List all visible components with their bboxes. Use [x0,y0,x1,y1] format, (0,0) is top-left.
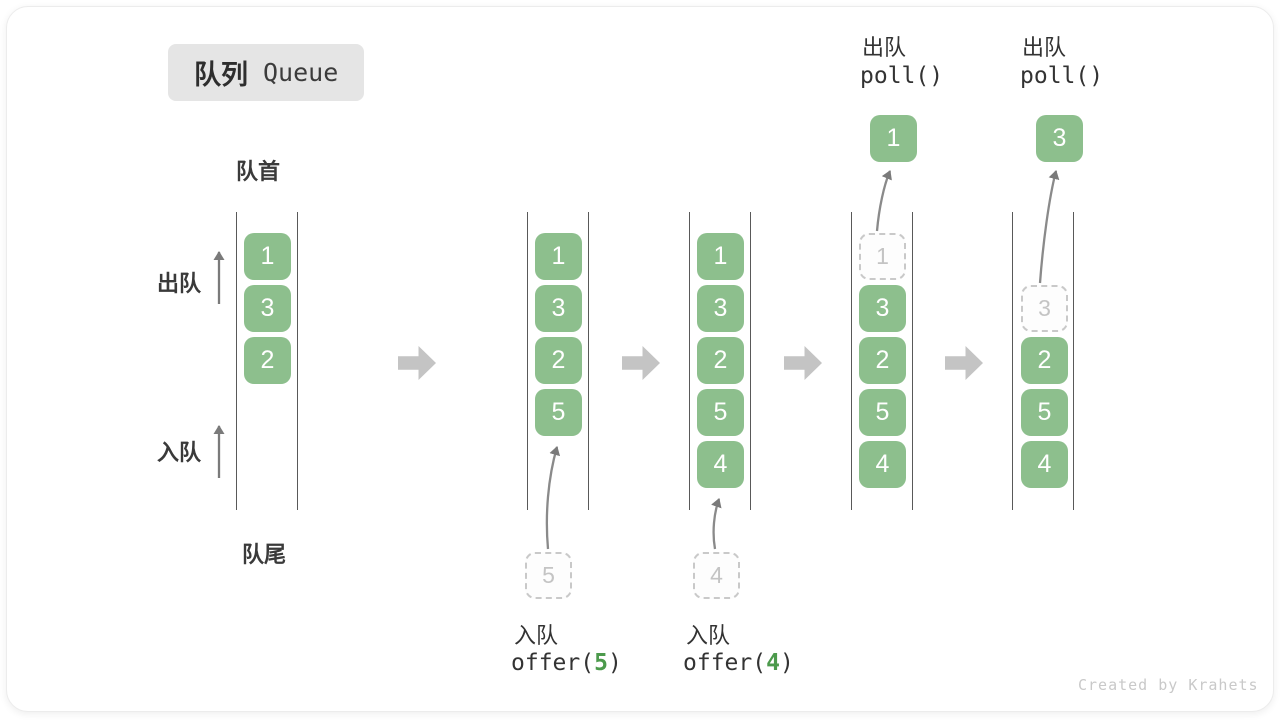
queue-block: 3 [244,285,291,332]
queue-block: 4 [859,441,906,488]
queue-block: 2 [859,337,906,384]
title-zh: 队列 [194,60,248,90]
queue-block: 3 [859,285,906,332]
queue-block: 1 [535,233,582,280]
queue-block: 2 [697,337,744,384]
op-code-poll: poll() [860,63,944,89]
queue-block: 5 [535,389,582,436]
op-label-dequeue: 出队 [1022,35,1067,60]
op-label-dequeue: 出队 [862,35,907,60]
queue-block: 3 [535,285,582,332]
queue-block: 3 [697,285,744,332]
queue-block: 2 [244,337,291,384]
label-dequeue-side: 出队 [157,271,202,296]
op-fn: offer( [511,650,595,676]
queue-block: 4 [697,441,744,488]
watermark: Created by Krahets [1078,676,1259,694]
op-code-offer-4: offer(4) [683,650,794,676]
op-arg: 5 [594,650,608,676]
op-close: ) [779,650,794,676]
queue-block: 2 [1021,337,1068,384]
queue-container-5 [1012,212,1074,510]
queue-container-1 [236,212,298,510]
ghost-block: 3 [1021,285,1068,332]
title-en: Queue [263,58,339,87]
queue-block: 2 [535,337,582,384]
op-arg: 4 [766,650,780,676]
ghost-block: 1 [859,233,906,280]
queue-block: 5 [859,389,906,436]
queue-block: 1 [244,233,291,280]
label-enqueue-side: 入队 [157,440,202,465]
staged-block: 4 [693,552,740,599]
queue-block: 5 [1021,389,1068,436]
staged-block: 5 [525,552,572,599]
op-label-enqueue: 入队 [514,623,559,648]
queue-container-2 [527,212,589,510]
queue-block: 1 [697,233,744,280]
label-queue-front: 队首 [236,159,281,184]
queue-block: 4 [1021,441,1068,488]
op-close: ) [607,650,622,676]
queue-block: 5 [697,389,744,436]
queue-container-4 [851,212,913,510]
op-code-offer-5: offer(5) [511,650,622,676]
op-code-poll: poll() [1020,63,1104,89]
op-label-enqueue: 入队 [686,623,731,648]
popped-block: 1 [870,115,917,162]
title-box: 队列 Queue [168,44,365,101]
op-fn: offer( [683,650,767,676]
popped-block: 3 [1036,115,1083,162]
label-queue-rear: 队尾 [242,542,287,567]
queue-container-3 [689,212,751,510]
